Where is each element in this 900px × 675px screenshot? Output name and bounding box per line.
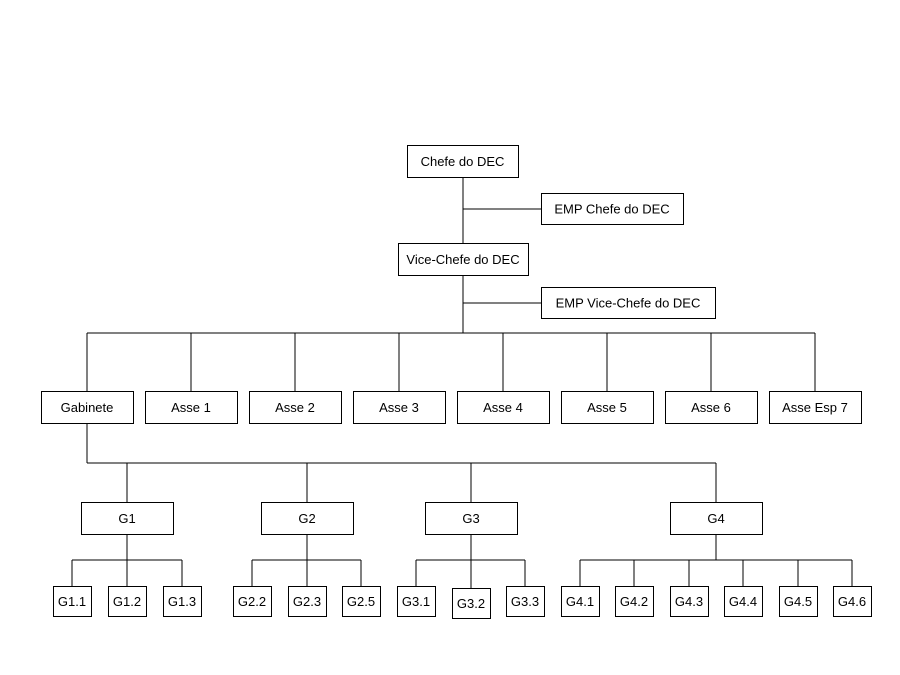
node-asse-1: Asse 1 [145,391,238,424]
node-asse-2-box [249,391,342,424]
node-asse-6: Asse 6 [665,391,758,424]
node-asse-7-label: Asse Esp 7 [782,400,848,415]
node-chefe: Chefe do DEC [407,145,519,178]
node-leaf-g2-3-label: G2.3 [293,594,321,609]
node-emp-chefe: EMP Chefe do DEC [541,193,684,225]
node-leaf-g2-2: G2.2 [233,586,272,617]
node-leaf-g4-5-label: G4.5 [784,594,812,609]
node-asse-7-box [769,391,862,424]
connector-lines [71,177,853,588]
node-group-g1-box [81,502,174,535]
node-leaf-g3-1-box [397,586,436,617]
node-leaf-g3-1-label: G3.1 [402,594,430,609]
node-asse-1-box [145,391,238,424]
node-emp-chefe-box [541,193,684,225]
node-emp-vice-chefe: EMP Vice-Chefe do DEC [541,287,716,319]
node-asse-4-label: Asse 4 [483,400,523,415]
node-group-g2-label: G2 [298,511,315,526]
node-group-g4: G4 [670,502,763,535]
node-leaf-g2-2-box [233,586,272,617]
node-asse-6-label: Asse 6 [691,400,731,415]
node-leaf-g4-6: G4.6 [833,586,872,617]
node-leaf-g2-2-label: G2.2 [238,594,266,609]
node-leaf-g4-6-label: G4.6 [838,594,866,609]
node-gabinete: Gabinete [41,391,134,424]
node-leaf-g3-2-box [452,588,491,619]
node-leaf-g4-4-box [724,586,763,617]
node-vice-chefe-box [398,243,529,276]
node-leaf-g2-5-box [342,586,381,617]
node-asse-7: Asse Esp 7 [769,391,862,424]
node-leaf-g1-1: G1.1 [53,586,92,617]
node-emp-vice-chefe-box [541,287,716,319]
node-leaf-g3-1: G3.1 [397,586,436,617]
node-leaf-g3-3: G3.3 [506,586,545,617]
node-leaf-g3-3-label: G3.3 [511,594,539,609]
node-emp-vice-chefe-label: EMP Vice-Chefe do DEC [556,296,701,311]
node-leaf-g4-3-label: G4.3 [675,594,703,609]
node-leaf-g1-2-box [108,586,147,617]
node-leaf-g1-3: G1.3 [163,586,202,617]
node-leaf-g4-2-label: G4.2 [620,594,648,609]
node-asse-3-box [353,391,446,424]
node-leaf-g4-1-box [561,586,600,617]
node-gabinete-box [41,391,134,424]
node-leaf-g4-2: G4.2 [615,586,654,617]
node-leaf-g1-2-label: G1.2 [113,594,141,609]
node-leaf-g4-2-box [615,586,654,617]
node-group-g2-box [261,502,354,535]
org-nodes: Chefe do DEC EMP Chefe do DEC Vice-Chefe d… [41,145,872,619]
node-leaf-g4-1-label: G4.1 [566,594,594,609]
node-asse-3-label: Asse 3 [379,400,419,415]
node-asse-4: Asse 4 [457,391,550,424]
node-leaf-g1-2: G1.2 [108,586,147,617]
node-asse-5: Asse 5 [561,391,654,424]
node-leaf-g4-4-label: G4.4 [729,594,757,609]
node-asse-2-label: Asse 2 [275,400,315,415]
node-leaf-g4-3-box [670,586,709,617]
node-asse-2: Asse 2 [249,391,342,424]
node-asse-3: Asse 3 [353,391,446,424]
node-asse-5-label: Asse 5 [587,400,627,415]
node-leaf-g2-3: G2.3 [288,586,327,617]
node-group-g3: G3 [425,502,518,535]
node-leaf-g4-1: G4.1 [561,586,600,617]
node-leaf-g1-3-label: G1.3 [168,594,196,609]
node-group-g4-label: G4 [707,511,724,526]
node-leaf-g1-3-box [163,586,202,617]
node-emp-chefe-label: EMP Chefe do DEC [554,202,669,217]
node-leaf-g2-3-box [288,586,327,617]
node-leaf-g4-4: G4.4 [724,586,763,617]
node-group-g4-box [670,502,763,535]
node-asse-1-label: Asse 1 [171,400,211,415]
node-leaf-g3-3-box [506,586,545,617]
node-gabinete-label: Gabinete [61,400,114,415]
node-vice-chefe: Vice-Chefe do DEC [398,243,529,276]
node-leaf-g4-5-box [779,586,818,617]
node-asse-4-box [457,391,550,424]
node-leaf-g4-3: G4.3 [670,586,709,617]
node-group-g3-box [425,502,518,535]
node-asse-5-box [561,391,654,424]
node-leaf-g2-5: G2.5 [342,586,381,617]
node-chefe-box [407,145,519,178]
node-leaf-g2-5-label: G2.5 [347,594,375,609]
node-group-g2: G2 [261,502,354,535]
node-group-g1-label: G1 [118,511,135,526]
node-leaf-g3-2: G3.2 [452,588,491,619]
node-leaf-g1-1-label: G1.1 [58,594,86,609]
node-vice-chefe-label: Vice-Chefe do DEC [406,252,519,267]
node-leaf-g1-1-box [53,586,92,617]
node-leaf-g4-5: G4.5 [779,586,818,617]
node-group-g1: G1 [81,502,174,535]
node-chefe-label: Chefe do DEC [421,154,505,169]
node-group-g3-label: G3 [462,511,479,526]
node-asse-6-box [665,391,758,424]
node-leaf-g3-2-label: G3.2 [457,596,485,611]
node-leaf-g4-6-box [833,586,872,617]
